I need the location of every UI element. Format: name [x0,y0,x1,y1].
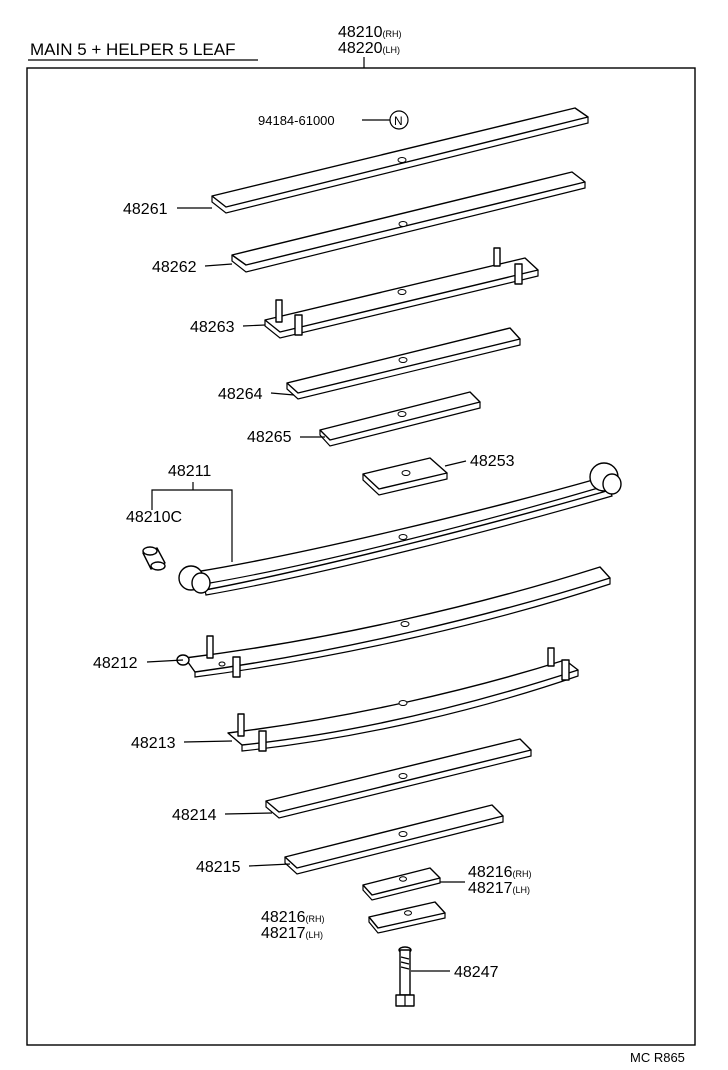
figure-code: MC R865 [630,1050,685,1065]
assembly-lh-suffix: (LH) [383,45,401,55]
svg-text:48211: 48211 [168,463,211,480]
callout-48216-48217-left: 48216(RH) 48217(LH) [261,909,325,942]
callout-48213: 48213 [131,735,233,752]
main-leaf-48211 [178,462,622,596]
callout-48214: 48214 [172,807,273,824]
svg-text:48264: 48264 [218,386,263,403]
pad-48216-48217-lower [368,901,446,934]
leaf-48265 [319,391,481,447]
svg-text:48261: 48261 [123,201,168,218]
svg-text:48220(LH): 48220(LH) [338,40,400,57]
callout-48216-48217-right: 48216(RH) 48217(LH) [440,864,532,897]
leaf-48213 [227,647,579,752]
n-mark-icon [389,110,409,130]
callout-48212: 48212 [93,655,184,672]
leaf-48262 [231,171,586,273]
svg-text:48213: 48213 [131,735,176,752]
svg-text:48210C: 48210C [126,509,182,526]
svg-text:48214: 48214 [172,807,217,824]
callout-48261: 48261 [123,201,212,218]
diagram-title: MAIN 5 + HELPER 5 LEAF [30,40,236,59]
callout-94184-61000: 94184-61000 N [258,110,409,130]
n-mark-label: N [394,114,403,128]
svg-text:48212: 48212 [93,655,138,672]
leaf-48212 [176,566,611,678]
leaf-48264 [286,327,521,400]
callout-48265: 48265 [247,429,325,446]
center-bolt-48247 [395,946,415,1007]
callout-48262: 48262 [152,259,233,276]
svg-text:48253: 48253 [470,453,515,470]
callout-48253: 48253 [444,453,515,470]
svg-text:48217(LH): 48217(LH) [261,925,323,942]
svg-text:48216(RH): 48216(RH) [468,864,532,881]
part-48253-pad [362,457,448,496]
callout-48211: 48211 [151,463,233,562]
svg-text:48210(RH): 48210(RH) [338,24,402,41]
leaf-48263 [264,247,539,339]
svg-text:48215: 48215 [196,859,241,876]
assembly-lh: 48220 [338,40,383,57]
svg-text:48217(LH): 48217(LH) [468,880,530,897]
leaf-48215 [284,804,504,875]
svg-text:48262: 48262 [152,259,197,276]
svg-text:48265: 48265 [247,429,292,446]
assembly-number: 48210(RH) 48220(LH) [338,24,402,68]
bushing-48210C [142,546,166,571]
part-94184-61000: 94184-61000 [258,113,335,128]
callout-48247: 48247 [411,964,499,981]
assembly-rh-suffix: (RH) [383,29,402,39]
assembly-rh: 48210 [338,24,383,41]
svg-text:48263: 48263 [190,319,235,336]
leaf-48214 [265,738,532,819]
callout-48210C: 48210C [126,509,182,526]
pad-48216-48217-upper [362,867,441,901]
callout-48215: 48215 [196,859,291,876]
leaf-48261 [211,107,589,214]
callout-48263: 48263 [190,319,266,336]
diagram-frame [26,67,696,1046]
callout-48264: 48264 [218,386,295,403]
svg-text:48247: 48247 [454,964,499,981]
svg-text:48216(RH): 48216(RH) [261,909,325,926]
